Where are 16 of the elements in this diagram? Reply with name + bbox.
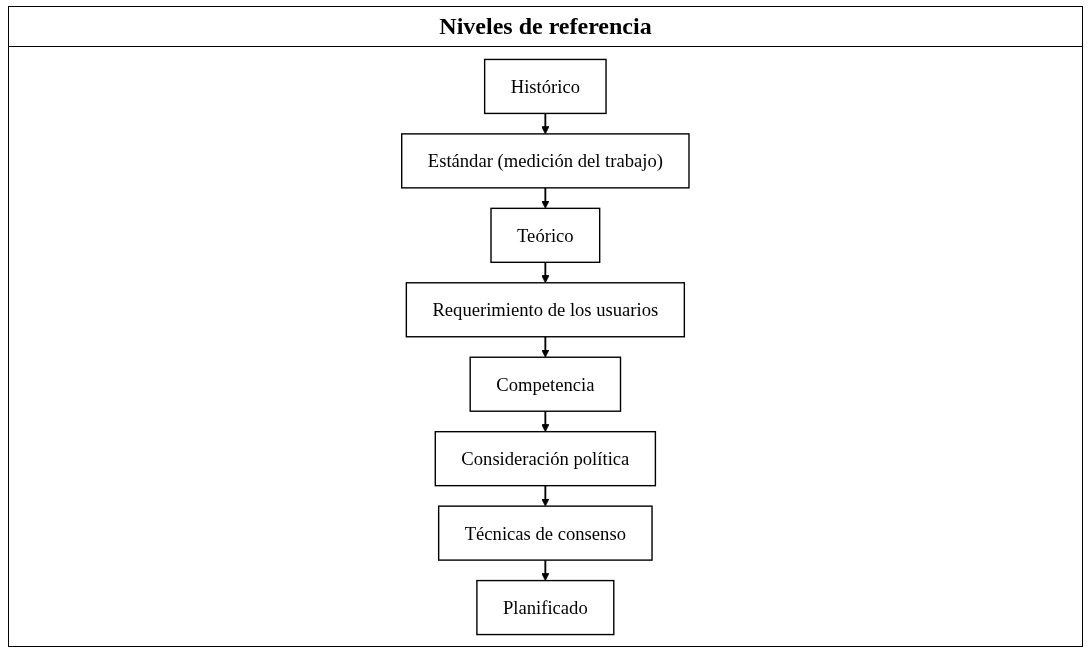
node-box: Planificado: [476, 579, 615, 635]
table-heading: Niveles de referencia: [438, 12, 653, 41]
arrow: [541, 558, 550, 581]
node-box: Estándar (medición del trabajo): [401, 132, 690, 189]
node-box: Requerimiento de los usuarios: [405, 281, 686, 337]
arrow: [541, 112, 550, 134]
arrow: [541, 409, 550, 432]
node-box: Técnicas de consenso: [438, 504, 653, 561]
node-box: Competencia: [469, 356, 622, 412]
arrow: [541, 186, 550, 209]
arrow: [541, 484, 550, 506]
arrow: [541, 260, 550, 283]
arrow: [541, 335, 550, 358]
node-box: Consideración política: [434, 430, 657, 486]
node-box: Teórico: [490, 207, 601, 263]
node-box: Histórico: [484, 58, 607, 114]
